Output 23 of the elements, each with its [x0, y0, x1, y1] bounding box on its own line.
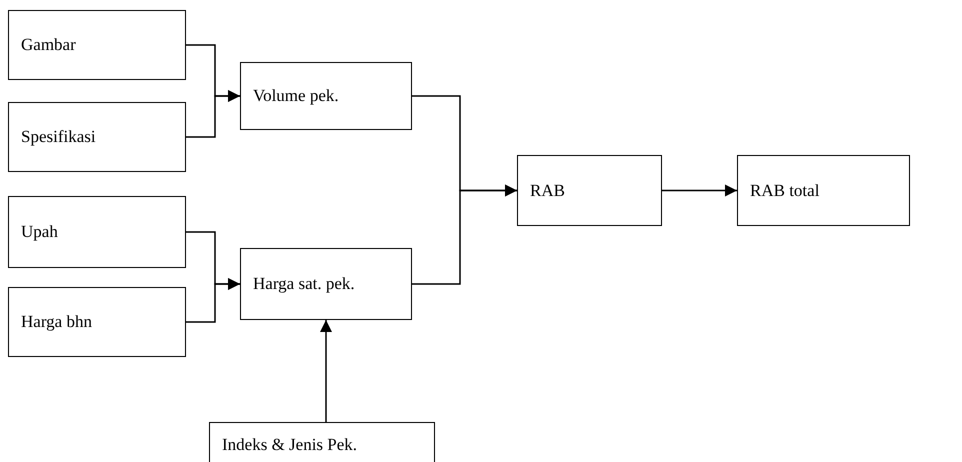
arrow [186, 90, 240, 138]
process-box [8, 287, 186, 357]
box-label: RAB total [750, 180, 820, 200]
box-label: Harga bhn [21, 312, 92, 332]
box-label: Spesifikasi [21, 127, 96, 147]
arrow [186, 278, 240, 323]
arrow [662, 184, 737, 196]
process-box [737, 155, 910, 226]
process-box [8, 10, 186, 80]
box-label: Harga sat. pek. [253, 274, 355, 294]
box-label: Gambar [21, 35, 76, 55]
box-label: Upah [21, 222, 58, 242]
process-box [240, 62, 412, 130]
process-box [8, 196, 186, 268]
arrow [412, 184, 517, 285]
box-label: RAB [530, 180, 565, 200]
process-box [8, 102, 186, 172]
process-box [240, 248, 412, 320]
arrow [320, 320, 332, 422]
box-label: Indeks & Jenis Pek. [222, 435, 358, 455]
process-box [209, 422, 435, 462]
box-label: Volume pek. [253, 86, 339, 106]
process-box [517, 155, 662, 226]
